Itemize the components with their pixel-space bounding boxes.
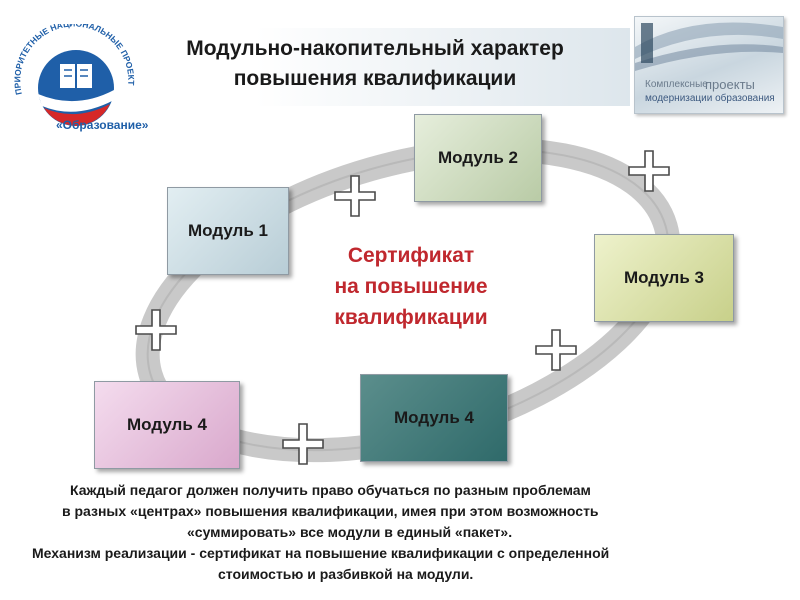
plus-icon [134, 308, 178, 352]
plus-icon [534, 328, 578, 372]
certificate-text: Сертификат на повышение квалификации [300, 240, 522, 333]
swoosh-icon [635, 22, 783, 71]
module-4-left-box: Модуль 4 [94, 381, 240, 469]
certificate-line-3: квалификации [334, 306, 488, 329]
certificate-line-1: Сертификат [347, 244, 475, 267]
logo-caption: «Образование» [56, 118, 149, 132]
plus-icon [333, 174, 377, 218]
description-line-4: Механизм реализации - сертификат на повы… [32, 545, 610, 561]
title-band [95, 28, 630, 106]
description-line-1: Каждый педагог должен получить право обу… [70, 482, 591, 498]
modernization-projects-logo: Комплексные проекты модернизации образов… [634, 16, 784, 114]
module-4-right-box: Модуль 4 [360, 374, 508, 462]
logo-right-text-bottom: модернизации образования [645, 93, 775, 104]
education-emblem-icon: ПРИОРИТЕТНЫЕ НАЦИОНАЛЬНЫЕ ПРОЕКТЫ [4, 16, 136, 126]
description-line-5: стоимостью и разбивкой на модули. [218, 566, 474, 582]
logo-right-text-small: Комплексные [645, 79, 708, 90]
plus-icon [281, 422, 325, 466]
title-line-1: Модульно-накопительный характер [186, 37, 564, 60]
certificate-line-2: на повышение [334, 275, 488, 298]
module-3-box: Модуль 3 [594, 234, 734, 322]
description-line-3: «суммировать» все модули в единый «пакет… [187, 524, 513, 540]
description-line-2: в разных «центрах» повышения квалификаци… [62, 503, 599, 519]
page-title: Модульно-накопительный характер повышени… [120, 34, 630, 94]
module-2-box: Модуль 2 [414, 114, 542, 202]
logo-right-text-large: проекты [705, 77, 755, 92]
national-projects-logo: ПРИОРИТЕТНЫЕ НАЦИОНАЛЬНЫЕ ПРОЕКТЫ «Образ… [4, 16, 173, 134]
title-line-2: повышения квалификации [233, 67, 517, 90]
module-1-box: Модуль 1 [167, 187, 289, 275]
plus-icon [627, 149, 671, 193]
